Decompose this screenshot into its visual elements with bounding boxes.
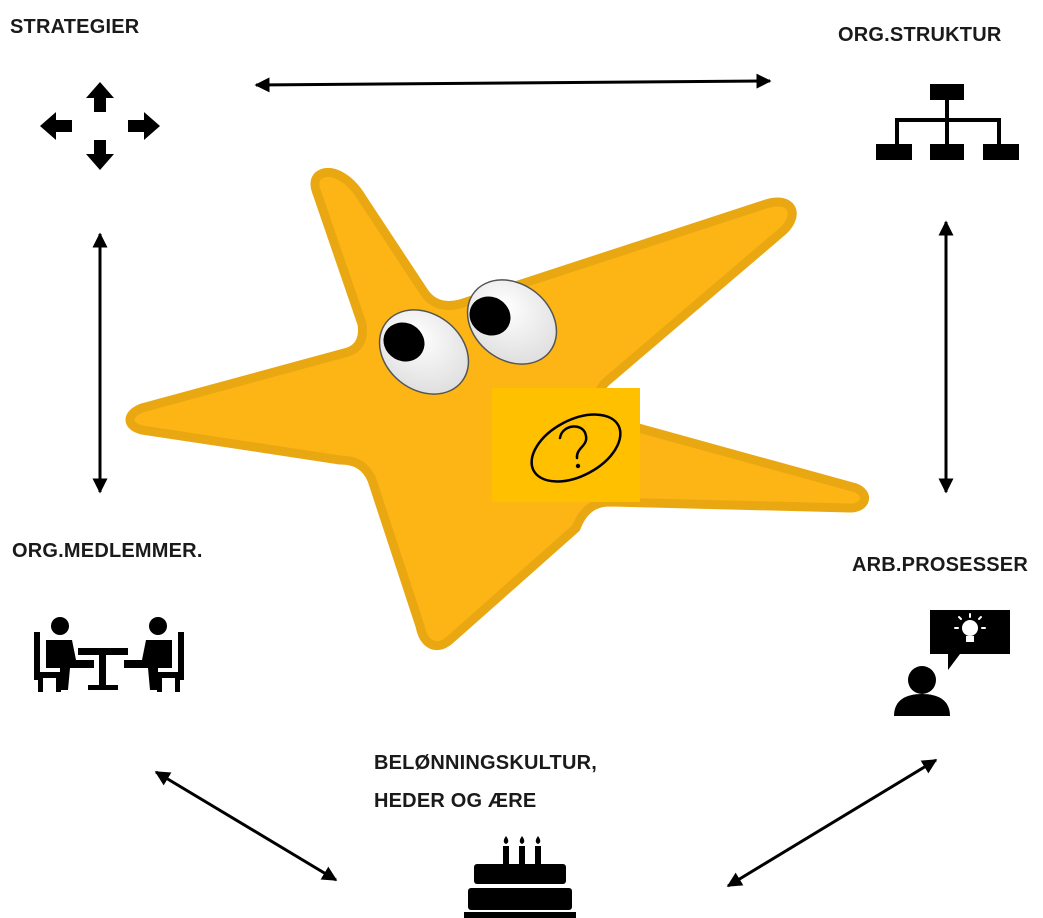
arrow-strategier-orgstruktur: [254, 73, 772, 93]
label-belonning-line1: BELØNNINGSKULTUR,: [374, 752, 598, 774]
move-arrows-icon: [40, 82, 160, 170]
label-org-medlemmer: ORG.MEDLEMMER.: [12, 540, 203, 562]
right-eye: [466, 279, 558, 365]
org-chart-icon: [876, 84, 1019, 160]
left-eye: [378, 309, 470, 395]
meeting-people-icon: [34, 617, 184, 692]
label-strategier: STRATEGIER: [10, 16, 140, 38]
birthday-cake-icon: [464, 836, 576, 918]
label-org-struktur: ORG.STRUKTUR: [838, 24, 1002, 46]
question-patch: [492, 388, 640, 502]
confused-star-icon: [125, 167, 869, 651]
arrow-medlemmer-belonning: [154, 770, 338, 882]
label-belonningskultur: BELØNNINGSKULTUR, HEDER OG ÆRE: [374, 744, 597, 820]
label-belonning-line2: HEDER OG ÆRE: [374, 790, 537, 812]
arrow-prosesser-belonning: [726, 758, 938, 888]
question-mark-icon: [530, 413, 622, 483]
label-arb-prosesser: ARB.PROSESSER: [852, 554, 1028, 576]
idea-person-icon: [894, 610, 1010, 716]
